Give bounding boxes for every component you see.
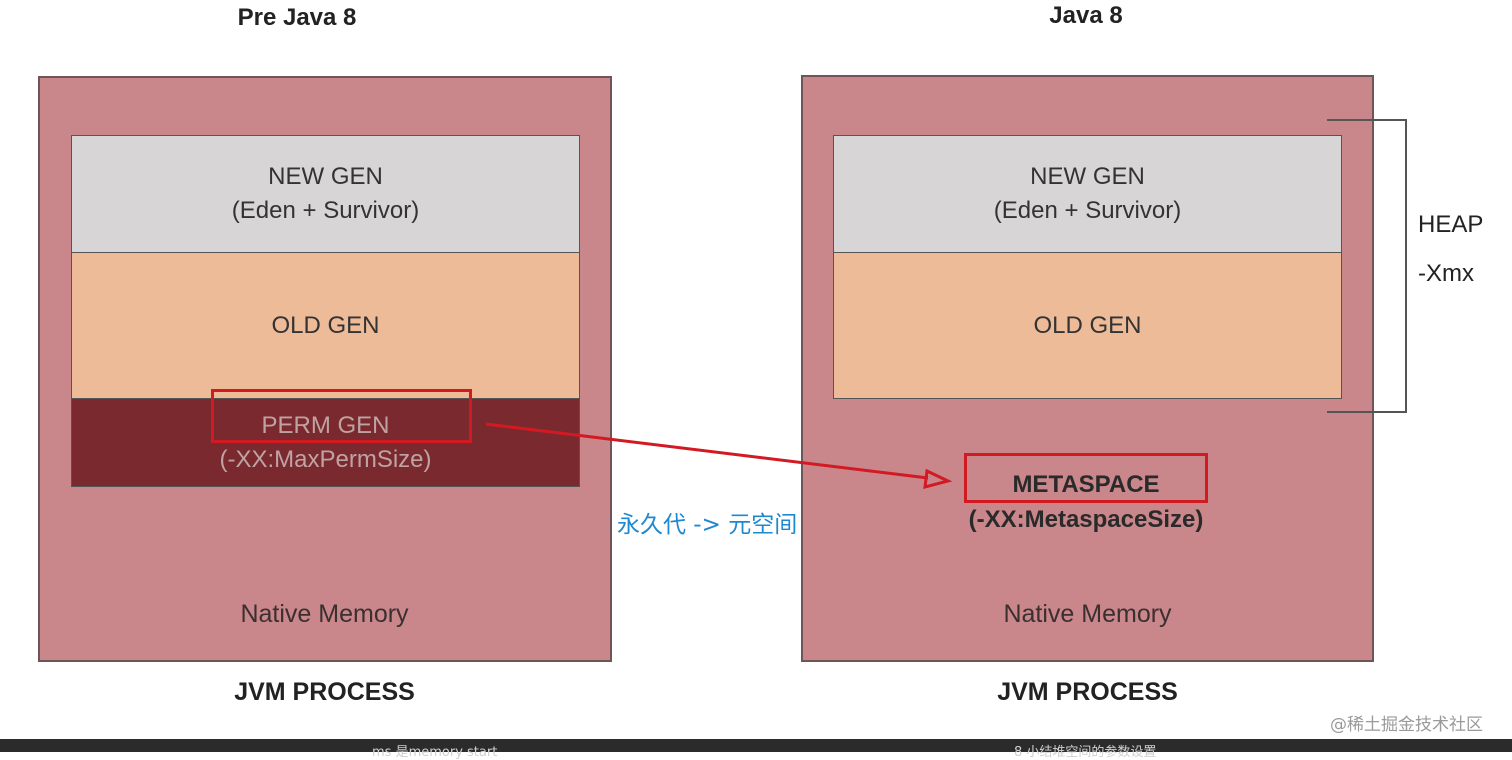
left-title: Pre Java 8 [237, 4, 357, 31]
heap-bracket [1327, 119, 1407, 413]
bottom-bar-right-text: 8 小结堆空间的参数设置 [1014, 745, 1157, 760]
heap-label: HEAP [1418, 211, 1484, 238]
right-new-gen-detail: (Eden + Survivor) [993, 197, 1182, 224]
left-native-memory-label: Native Memory [240, 600, 409, 628]
left-jvm-process-label: JVM PROCESS [234, 678, 415, 706]
right-old-gen-label: OLD GEN [1033, 311, 1142, 339]
right-native-memory-label: Native Memory [1003, 600, 1172, 628]
metaspace-highlight-box [964, 453, 1208, 503]
metaspace-label: METASPACE [1012, 471, 1160, 498]
left-perm-gen-label: PERM GEN [261, 411, 390, 439]
bottom-bar: ms 是memory start 8 小结堆空间的参数设置 [0, 739, 1512, 760]
right-old-gen-region: OLD GEN [833, 253, 1342, 399]
left-perm-gen-region: PERM GEN (-XX:MaxPermSize) [71, 399, 580, 487]
perm-gen-highlight-box [211, 389, 472, 443]
left-old-gen-label: OLD GEN [271, 311, 380, 339]
bottom-bar-left-text: ms 是memory start [372, 745, 498, 760]
left-new-gen-label: NEW GEN [268, 163, 383, 190]
right-title: Java 8 [1049, 2, 1123, 29]
watermark: @稀土掘金技术社区 [1330, 715, 1483, 735]
right-jvm-process-label: JVM PROCESS [997, 678, 1178, 706]
right-new-gen-label: NEW GEN [1030, 163, 1145, 190]
right-new-gen-region: NEW GEN (Eden + Survivor) [833, 135, 1342, 253]
left-old-gen-region: OLD GEN [71, 253, 580, 399]
metaspace-option: (-XX:MetaspaceSize) [968, 506, 1204, 533]
annotation-permgen-to-metaspace: 永久代 -> 元空间 [617, 512, 798, 538]
left-perm-gen-detail: (-XX:MaxPermSize) [219, 445, 432, 473]
left-new-gen-region: NEW GEN (Eden + Survivor) [71, 135, 580, 253]
heap-option: -Xmx [1418, 260, 1474, 287]
left-new-gen-detail: (Eden + Survivor) [231, 197, 420, 224]
